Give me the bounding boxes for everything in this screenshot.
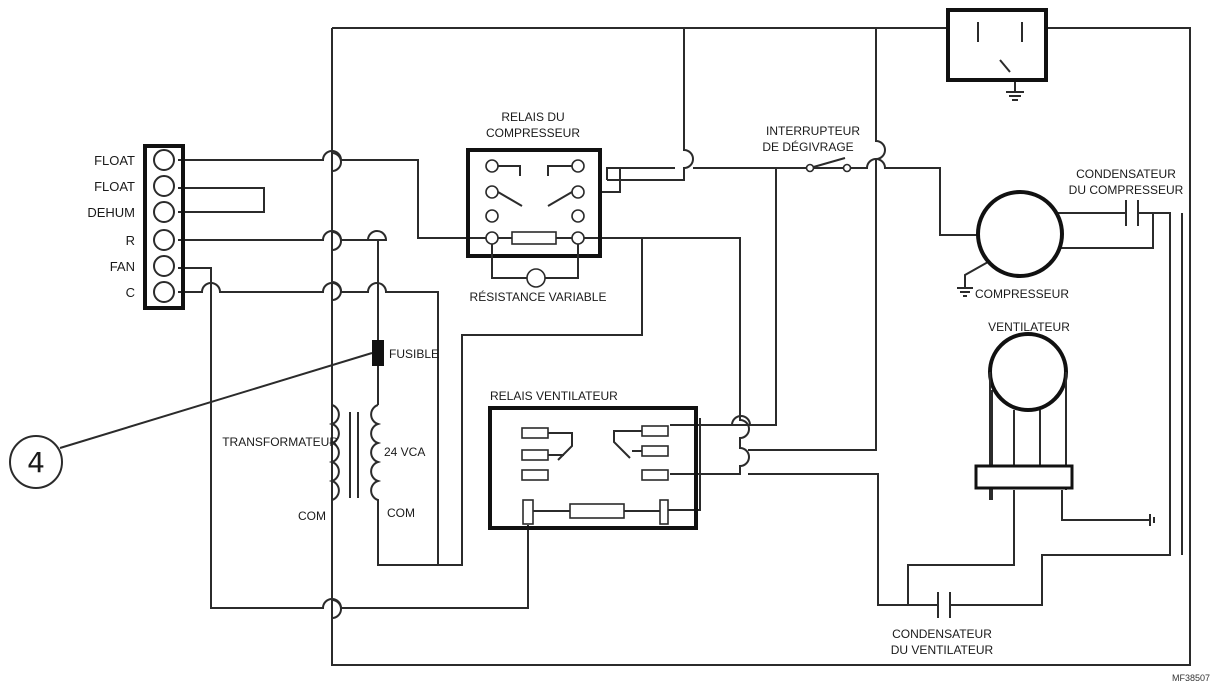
variable-resistance-label: RÉSISTANCE VARIABLE	[470, 289, 607, 304]
wires	[178, 27, 1191, 666]
transformer	[328, 396, 382, 503]
com-right-label: COM	[387, 506, 415, 520]
variable-resistance-icon	[526, 268, 546, 288]
terminal-fan	[153, 255, 175, 277]
callout-leader-line	[59, 352, 373, 449]
compressor	[957, 190, 1064, 297]
fan-relay-label: RELAIS VENTILATEUR	[490, 389, 618, 403]
terminal-label-r: R	[126, 233, 135, 248]
defrost-switch	[805, 163, 852, 173]
compressor-relay-label-1: RELAIS DU	[501, 110, 564, 124]
callout-circle	[9, 435, 63, 489]
compressor-capacitor-label-1: CONDENSATEUR	[1076, 167, 1176, 181]
compressor-relay	[466, 148, 602, 288]
com-left-label: COM	[298, 509, 326, 523]
compressor-label: COMPRESSEUR	[975, 287, 1069, 301]
terminal-float-1	[153, 149, 175, 171]
terminal-float-2	[153, 175, 175, 197]
compressor-capacitor	[1125, 200, 1139, 226]
defrost-switch-label-1: INTERRUPTEUR	[766, 124, 860, 138]
top-switch-box	[946, 8, 1048, 101]
callout-number: 4	[27, 446, 45, 479]
terminal-r	[153, 229, 175, 251]
terminal-label-c: C	[126, 285, 135, 300]
defrost-switch-label-2: DE DÉGIVRAGE	[762, 139, 853, 154]
reference-code: MF38507	[1172, 673, 1210, 683]
fan-label: VENTILATEUR	[988, 320, 1070, 334]
terminal-c	[153, 281, 175, 303]
terminal-block	[143, 144, 185, 310]
compressor-relay-label-2: COMPRESSEUR	[486, 126, 580, 140]
vac-label: 24 VCA	[384, 445, 425, 459]
transformer-label: TRANSFORMATEUR	[222, 435, 338, 449]
terminal-dehum	[153, 201, 175, 223]
fan-capacitor-label-2: DU VENTILATEUR	[891, 643, 994, 657]
fan-capacitor	[937, 592, 951, 618]
terminal-label-dehum: DEHUM	[87, 205, 135, 220]
fan	[974, 332, 1155, 526]
fan-capacitor-label-1: CONDENSATEUR	[892, 627, 992, 641]
terminal-label-fan: FAN	[110, 259, 135, 274]
terminal-label-float-1: FLOAT	[94, 153, 135, 168]
fan-relay	[488, 406, 698, 530]
terminal-label-float-2: FLOAT	[94, 179, 135, 194]
fuse-icon	[372, 340, 384, 366]
fuse-label: FUSIBLE	[389, 347, 439, 361]
compressor-capacitor-label-2: DU COMPRESSEUR	[1069, 183, 1184, 197]
